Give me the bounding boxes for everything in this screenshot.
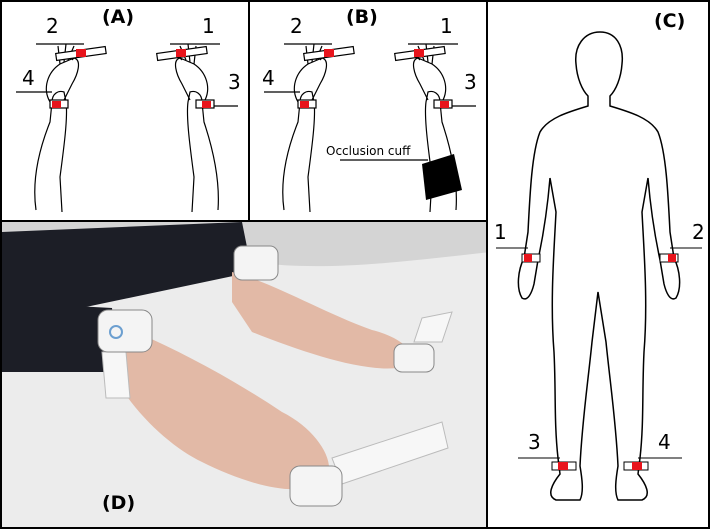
sensor-3 [558, 462, 568, 470]
panel-label: (A) [102, 6, 134, 28]
sensor-3 [202, 101, 211, 108]
panel-label: (D) [102, 492, 135, 514]
finger-device-right [394, 344, 434, 372]
sensor-number-3: 3 [464, 70, 477, 94]
sensor-1 [524, 254, 532, 262]
panel-label: (B) [346, 6, 378, 28]
wrist-device-left [98, 310, 152, 352]
wrist-device-right [234, 246, 278, 280]
sensor-4 [52, 101, 61, 108]
sensor-number-1: 1 [440, 14, 453, 38]
sensor-2 [76, 49, 86, 57]
panel-b: (B) 2 1 4 3 Occlusion cuff [248, 0, 488, 222]
sensor-number-4: 4 [22, 66, 35, 90]
panel-label: (C) [654, 10, 685, 32]
sensor-2 [668, 254, 676, 262]
sensor-number-4: 4 [262, 66, 275, 90]
panel-d: (D) [0, 220, 488, 529]
sensor-number-1: 1 [494, 220, 507, 244]
sensor-number-3: 3 [528, 430, 541, 454]
occlusion-cuff-label: Occlusion cuff [326, 144, 410, 158]
sensor-number-2: 2 [290, 14, 303, 38]
sensor-number-4: 4 [658, 430, 671, 454]
body-outline-illustration [488, 2, 710, 529]
panel-a: (A) 2 1 4 3 [0, 0, 250, 222]
finger-device-left [290, 466, 342, 506]
sensor-number-2: 2 [46, 14, 59, 38]
sensor-number-1: 1 [202, 14, 215, 38]
sensor-4 [632, 462, 642, 470]
hands-devices-photo [2, 222, 488, 529]
sensor-1 [176, 49, 186, 57]
panel-c: (C) 1 2 3 4 [486, 0, 710, 529]
sensor-number-2: 2 [692, 220, 705, 244]
sensor-number-3: 3 [228, 70, 241, 94]
